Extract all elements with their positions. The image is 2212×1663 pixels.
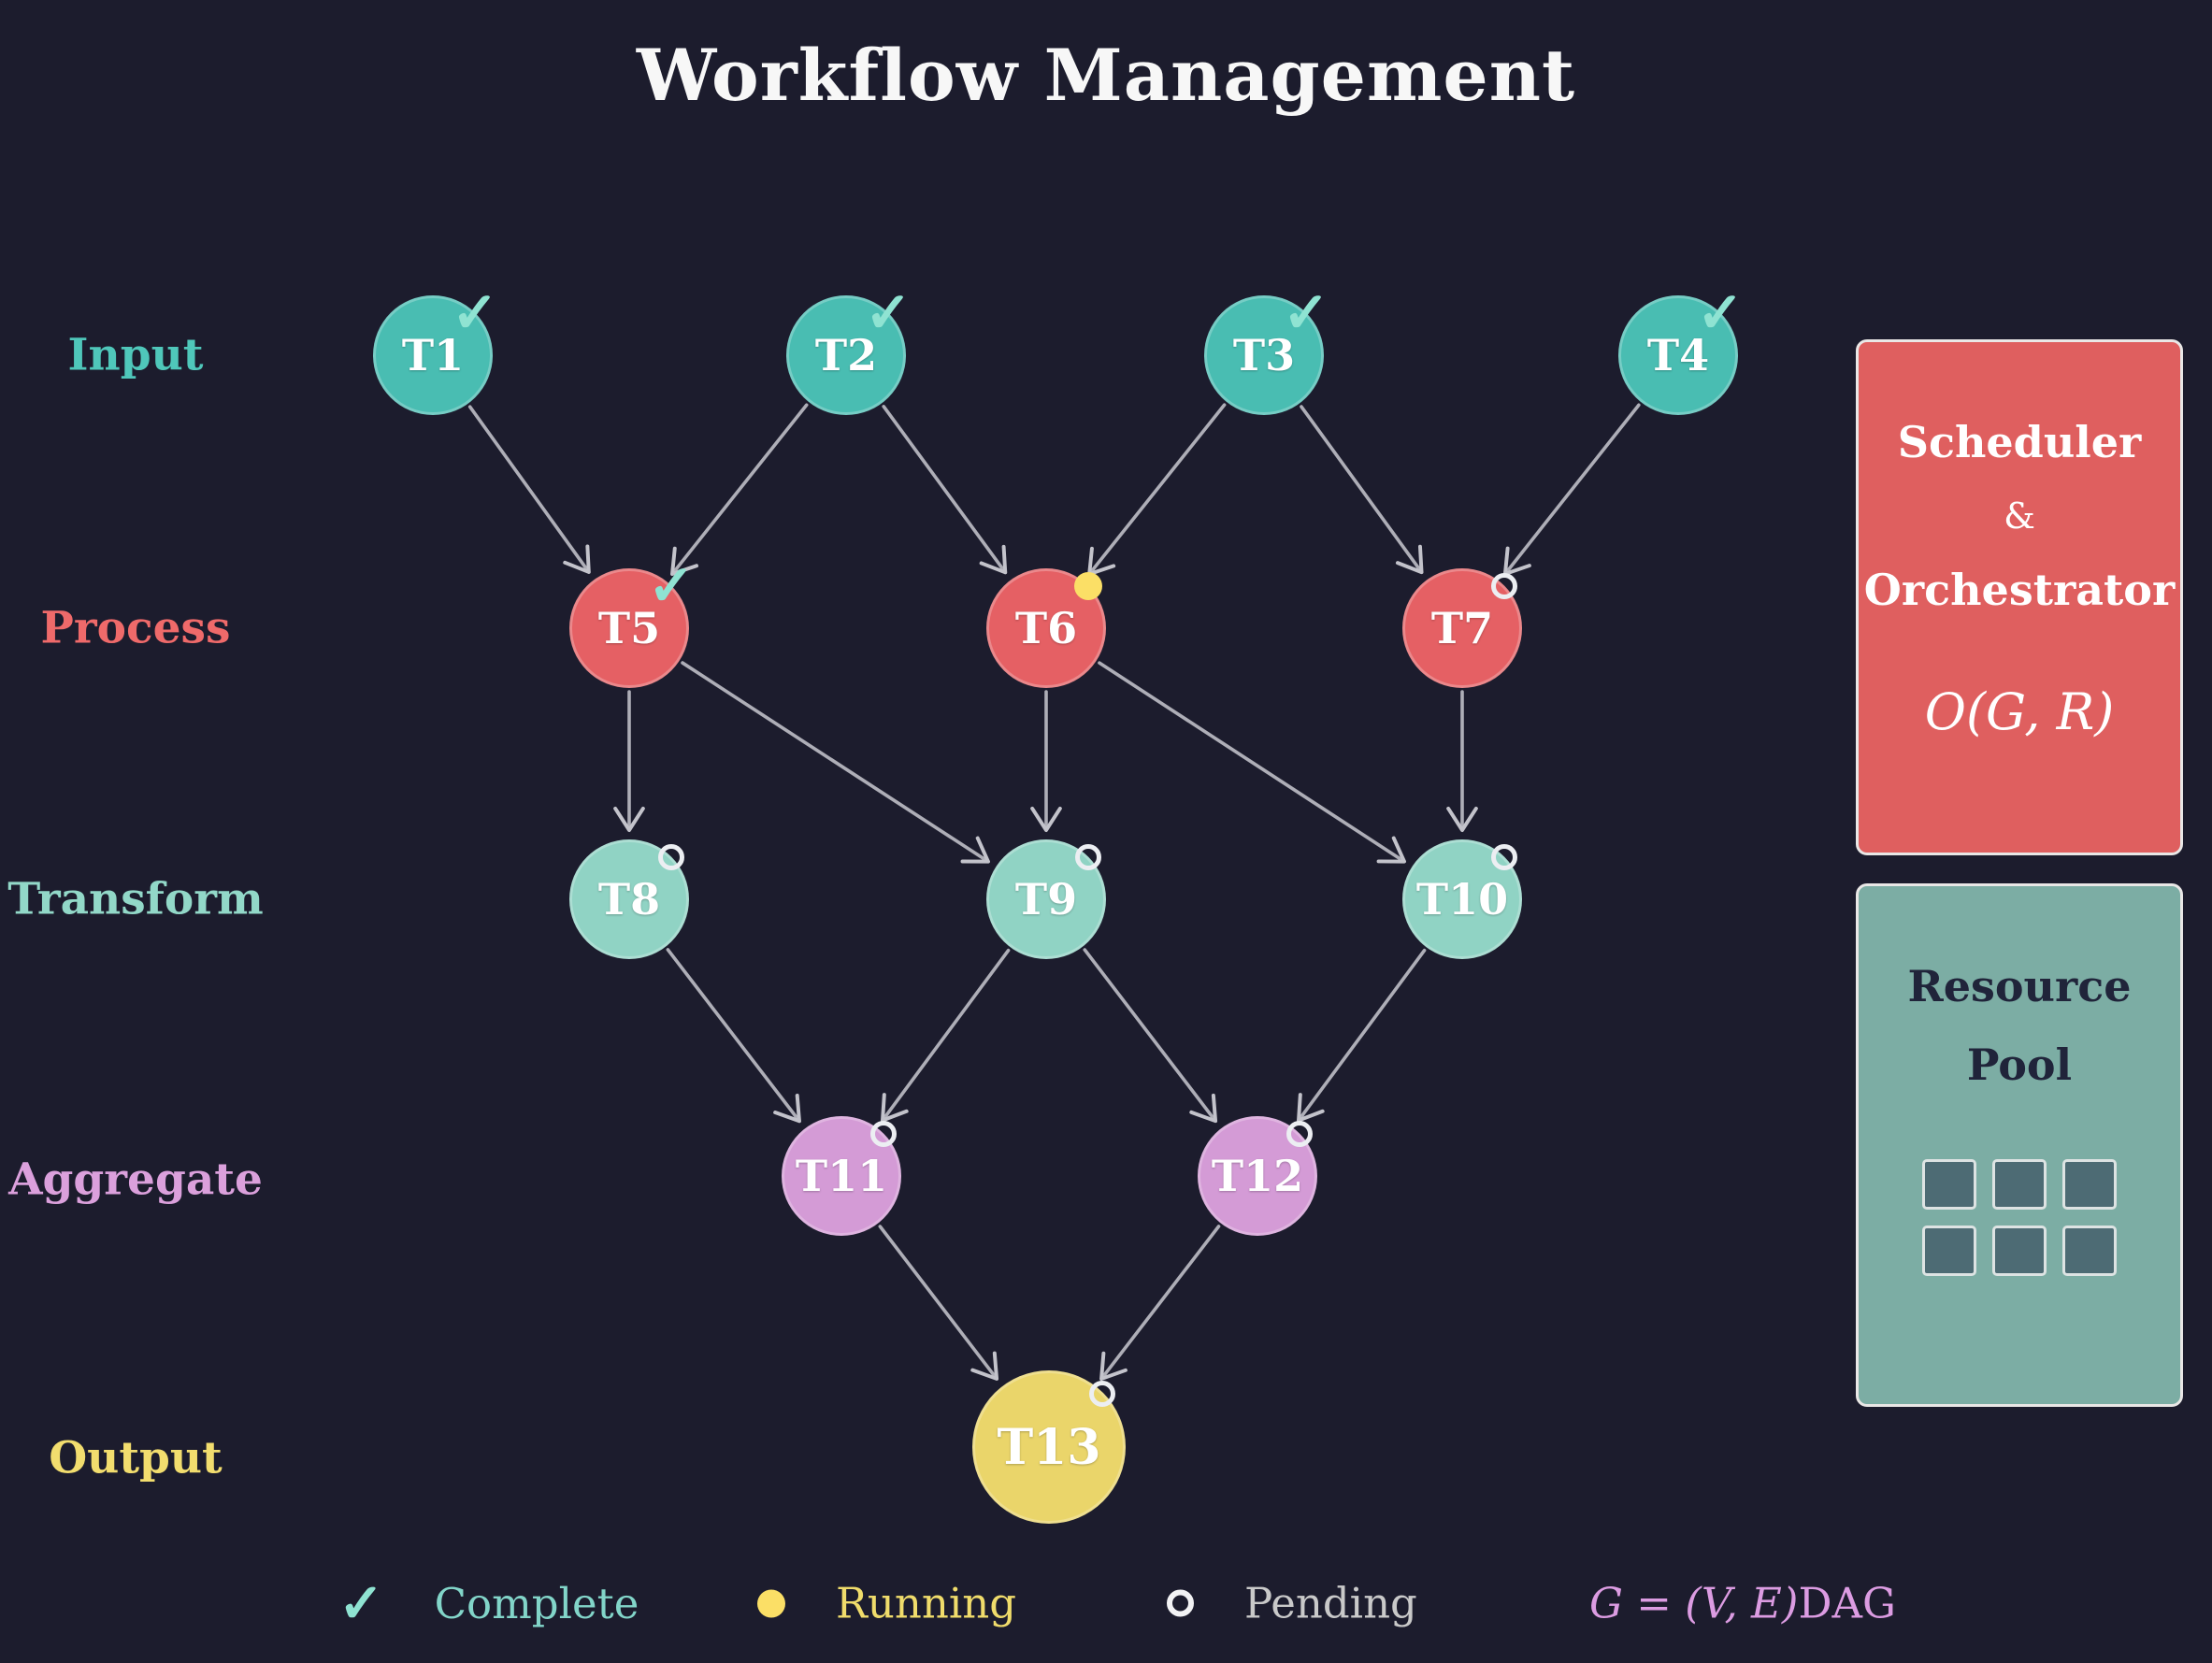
scheduler-title-line1: Scheduler xyxy=(1897,417,2142,467)
edge-T9-T11 xyxy=(881,948,1011,1123)
task-label-T2: T2 xyxy=(814,330,878,380)
legend-label-running: Running xyxy=(836,1578,1017,1628)
resource-slot xyxy=(2062,1226,2117,1276)
task-node-T3[interactable]: T3 xyxy=(1204,295,1324,415)
legend-item-running: Running xyxy=(757,1579,1016,1628)
task-label-T3: T3 xyxy=(1232,330,1296,380)
task-label-T8: T8 xyxy=(597,874,661,925)
task-label-T13: T13 xyxy=(997,1418,1101,1476)
scheduler-panel: Scheduler & Orchestrator O(G, R) xyxy=(1856,339,2183,855)
status-complete-check-icon: ✓ xyxy=(647,553,696,619)
scheduler-formula: O(G, R) xyxy=(1924,682,2115,741)
status-pending-ring-icon xyxy=(658,844,684,870)
scheduler-ampersand: & xyxy=(2004,495,2035,537)
edge-T10-T12 xyxy=(1297,948,1427,1123)
edge-T8-T11 xyxy=(666,948,801,1124)
edge-T9-T12 xyxy=(1083,948,1218,1124)
dag-formula-math: G = (V, E) xyxy=(1589,1578,1799,1628)
dag-formula-suffix: DAG xyxy=(1798,1578,1896,1628)
task-node-T8[interactable]: T8 xyxy=(569,839,689,959)
status-pending-ring-icon xyxy=(1089,1381,1115,1407)
resource-slot xyxy=(2062,1159,2117,1210)
legend-label-pending: Pending xyxy=(1244,1578,1417,1628)
resource-slot xyxy=(1922,1159,1976,1210)
task-node-T12[interactable]: T12 xyxy=(1198,1116,1317,1236)
legend-check-icon: ✓ xyxy=(338,1571,384,1635)
status-pending-ring-icon xyxy=(1286,1121,1313,1147)
task-label-T5: T5 xyxy=(597,603,661,653)
edge-T5-T9 xyxy=(681,661,990,864)
status-running-dot-icon xyxy=(1074,572,1102,600)
resource-title-line1: Resource xyxy=(1907,961,2132,1011)
row-label-process: Process xyxy=(40,602,231,654)
task-label-T11: T11 xyxy=(795,1151,888,1201)
legend-item-pending: Pending xyxy=(1167,1579,1417,1628)
edge-T6-T10 xyxy=(1098,661,1406,864)
row-label-transform: Transform xyxy=(7,873,264,925)
status-pending-ring-icon xyxy=(1491,844,1517,870)
page-title: Workflow Management xyxy=(636,34,1576,117)
edge-T12-T13 xyxy=(1099,1225,1221,1382)
legend-pending-ring-icon xyxy=(1167,1589,1194,1617)
task-node-T5[interactable]: T5 xyxy=(569,568,689,688)
status-complete-check-icon: ✓ xyxy=(1696,280,1745,346)
task-label-T9: T9 xyxy=(1014,874,1078,925)
resource-title-line2: Pool xyxy=(1966,1039,2073,1090)
task-label-T1: T1 xyxy=(401,330,465,380)
status-pending-ring-icon xyxy=(1491,573,1517,599)
resource-pool-panel: Resource Pool xyxy=(1856,883,2183,1407)
legend-item-complete: ✓Complete xyxy=(338,1576,639,1630)
resource-slot xyxy=(1992,1226,2047,1276)
task-label-T6: T6 xyxy=(1014,603,1078,653)
status-complete-check-icon: ✓ xyxy=(1282,280,1330,346)
row-label-aggregate: Aggregate xyxy=(8,1154,263,1206)
task-node-T2[interactable]: T2 xyxy=(786,295,906,415)
edge-T3-T7 xyxy=(1300,405,1424,575)
scheduler-title-line2: Orchestrator xyxy=(1863,565,2176,615)
row-label-output: Output xyxy=(49,1432,223,1484)
edge-T4-T7 xyxy=(1502,403,1641,576)
edge-T2-T6 xyxy=(882,405,1008,575)
edge-T11-T13 xyxy=(878,1225,999,1381)
status-complete-check-icon: ✓ xyxy=(864,280,912,346)
task-label-T7: T7 xyxy=(1430,603,1494,653)
status-pending-ring-icon xyxy=(870,1121,897,1147)
edge-T1-T5 xyxy=(467,405,591,574)
task-node-T10[interactable]: T10 xyxy=(1402,839,1522,959)
task-node-T4[interactable]: T4 xyxy=(1618,295,1738,415)
legend-label-complete: Complete xyxy=(434,1578,639,1628)
resource-slot xyxy=(1992,1159,2047,1210)
status-pending-ring-icon xyxy=(1075,844,1101,870)
task-label-T4: T4 xyxy=(1646,330,1710,380)
task-label-T12: T12 xyxy=(1211,1151,1304,1201)
status-complete-check-icon: ✓ xyxy=(451,280,499,346)
row-label-input: Input xyxy=(67,329,204,381)
resource-slot xyxy=(1922,1226,1976,1276)
legend-running-dot-icon xyxy=(757,1589,785,1617)
task-label-T10: T10 xyxy=(1415,874,1509,925)
dag-formula: G = (V, E) DAG xyxy=(1589,1579,1896,1628)
task-node-T1[interactable]: T1 xyxy=(373,295,493,415)
edge-T3-T6 xyxy=(1087,403,1227,577)
task-node-T13[interactable]: T13 xyxy=(972,1370,1126,1524)
resource-slots xyxy=(1920,1159,2119,1276)
edge-T2-T5 xyxy=(670,403,809,577)
